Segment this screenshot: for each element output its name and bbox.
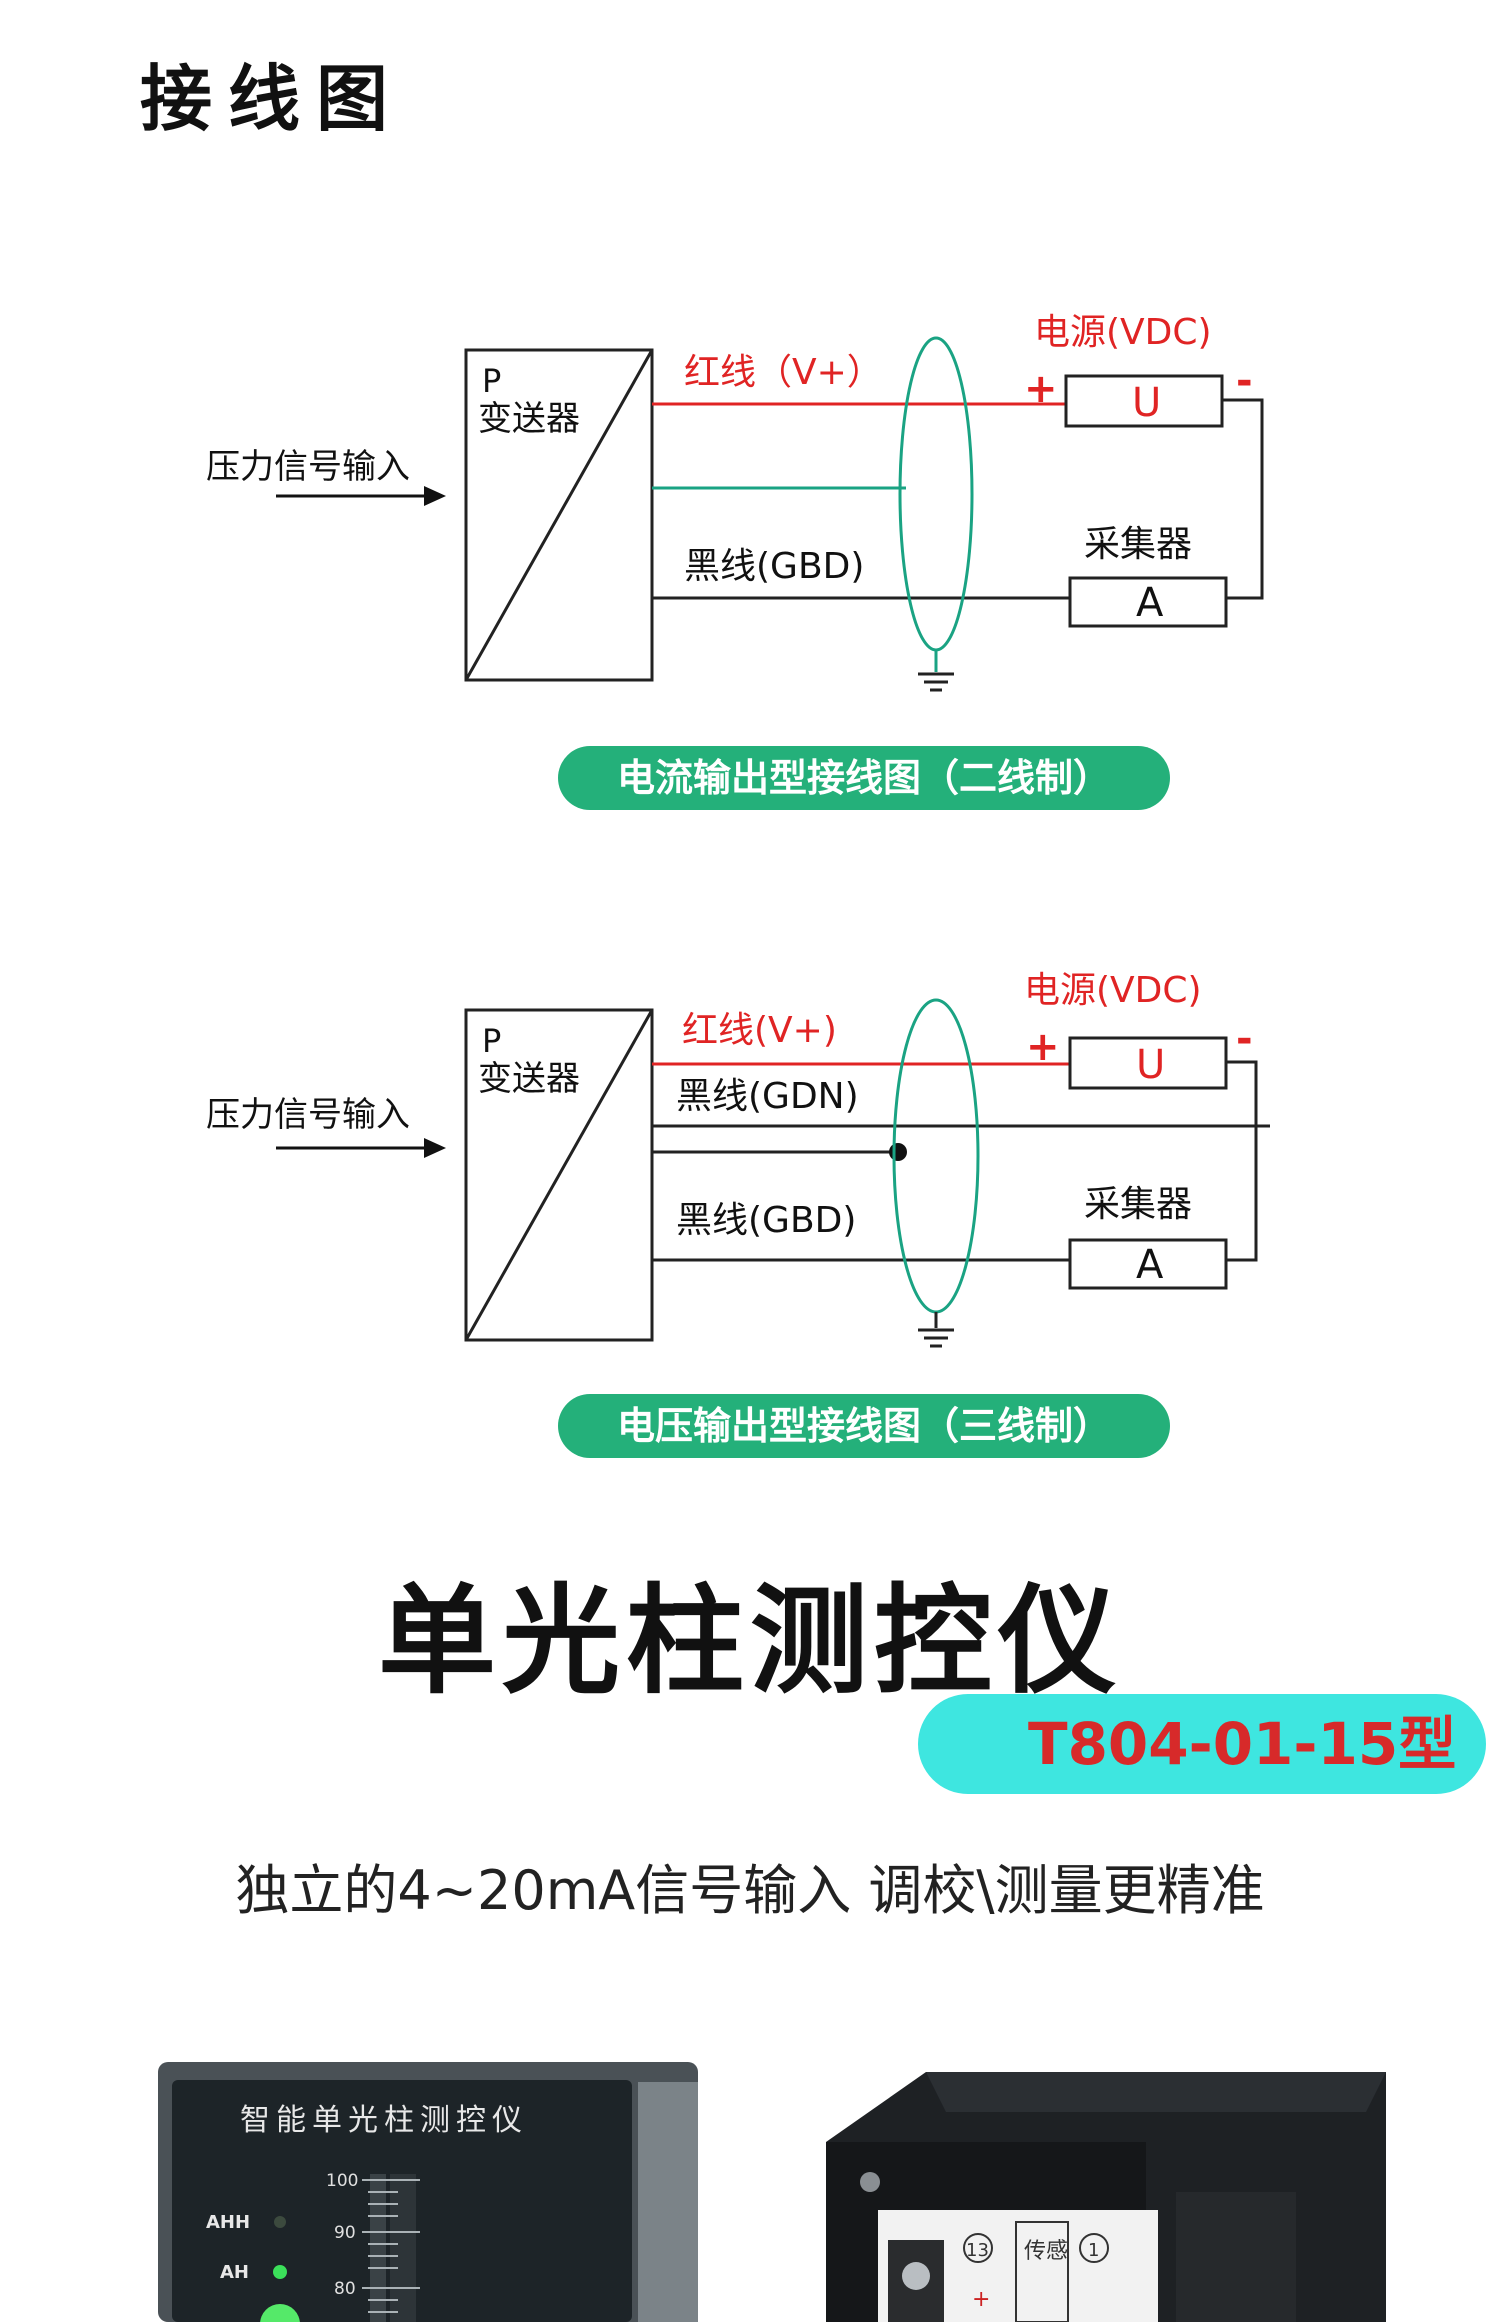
bargraph-ticks — [362, 2179, 420, 2313]
input-arrow-head — [424, 1138, 446, 1158]
plus-sign: + — [1024, 366, 1058, 412]
terminal-1-circle — [1079, 2233, 1109, 2263]
collector-a: A — [1136, 580, 1164, 626]
wiring-diagram-two-wire: P 变送器 压力信号输入 红线（V+） 黑线(GBD) 电源(VDC) + - … — [206, 312, 1264, 692]
plus-sign: + — [1026, 1024, 1060, 1070]
power-box — [1068, 1036, 1228, 1090]
model-badge: T804-01-15型 — [918, 1694, 1486, 1794]
sensor-label-box — [1015, 2221, 1069, 2322]
sensor-label: 传感 — [1024, 2239, 1068, 2264]
transmitter-p: P — [482, 362, 501, 400]
input-label: 压力信号输入 — [206, 1095, 410, 1135]
transmitter-diagonal — [464, 349, 654, 681]
scale-80: 80 — [334, 2279, 356, 2299]
power-u: U — [1132, 380, 1161, 426]
terminal-plus: + — [972, 2287, 990, 2312]
rear-screw — [860, 2172, 880, 2192]
shield-ellipse — [898, 336, 974, 652]
housing-top — [926, 2072, 1386, 2112]
black-wire-gdn-label: 黑线(GDN) — [676, 1076, 859, 1117]
led-ah — [273, 2265, 287, 2279]
black-wire-gbd-label: 黑线(GBD) — [676, 1200, 856, 1241]
housing-vent — [1176, 2192, 1296, 2322]
minus-sign: - — [1236, 1016, 1253, 1062]
input-label: 压力信号输入 — [206, 447, 410, 487]
terminal-screw — [902, 2262, 930, 2290]
black-wire-label: 黑线(GBD) — [684, 546, 864, 587]
return-wire — [1222, 398, 1264, 600]
collector-label: 采集器 — [1084, 524, 1192, 565]
input-arrow-head — [424, 486, 446, 506]
terminal-13: 13 — [966, 2240, 989, 2261]
scale-100: 100 — [326, 2171, 358, 2191]
bargraph-left — [370, 2174, 386, 2322]
red-wire-label: 红线(V+) — [682, 1010, 837, 1051]
power-u: U — [1136, 1042, 1165, 1088]
shield-ellipse — [892, 998, 980, 1314]
return-wire — [1226, 1060, 1258, 1262]
wiring-diagram-three-wire: P 变送器 压力信号输入 红线(V+) 黑线(GDN) 黑线(GBD) 电源(V… — [206, 970, 1270, 1348]
led-glow — [260, 2304, 300, 2322]
collector-a: A — [1136, 1242, 1164, 1288]
bargraph-right — [390, 2174, 416, 2322]
junction-dot — [889, 1143, 907, 1161]
transmitter-label: 变送器 — [478, 1059, 580, 1099]
product-tagline: 独立的4~20mA信号输入 调校\测量更精准 — [235, 1859, 1265, 1922]
product-title: 单光柱测控仪 — [377, 1572, 1122, 1710]
minus-sign: - — [1236, 358, 1253, 404]
transmitter-diagonal — [464, 1009, 654, 1341]
power-box — [1064, 374, 1224, 428]
panel-title: 智能单光柱测控仪 — [240, 2103, 528, 2138]
collector-box — [1068, 576, 1228, 628]
scale-90: 90 — [334, 2223, 356, 2243]
device-back-photo: 13 + 传感 1 — [826, 2072, 1386, 2322]
device-side — [638, 2082, 698, 2322]
transmitter-p: P — [482, 1022, 501, 1060]
led-ahh — [274, 2216, 286, 2228]
label-ahh: AHH — [206, 2212, 250, 2233]
red-wire-label: 红线（V+） — [684, 352, 883, 393]
label-ah: AH — [220, 2262, 249, 2283]
caption-two-wire: 电流输出型接线图（二线制） — [558, 746, 1170, 810]
transmitter-label: 变送器 — [478, 399, 580, 439]
terminal-1: 1 — [1088, 2240, 1099, 2261]
collector-box — [1068, 1238, 1228, 1290]
page-title: 接线图 — [140, 57, 405, 141]
power-label: 电源(VDC) — [1034, 312, 1212, 353]
caption-three-wire: 电压输出型接线图（三线制） — [558, 1394, 1170, 1458]
device-front-photo: 智能单光柱测控仪 100 90 80 AHH AH — [158, 2062, 698, 2322]
collector-label: 采集器 — [1084, 1184, 1192, 1225]
power-label: 电源(VDC) — [1024, 970, 1202, 1011]
terminal-13-circle — [963, 2233, 993, 2263]
